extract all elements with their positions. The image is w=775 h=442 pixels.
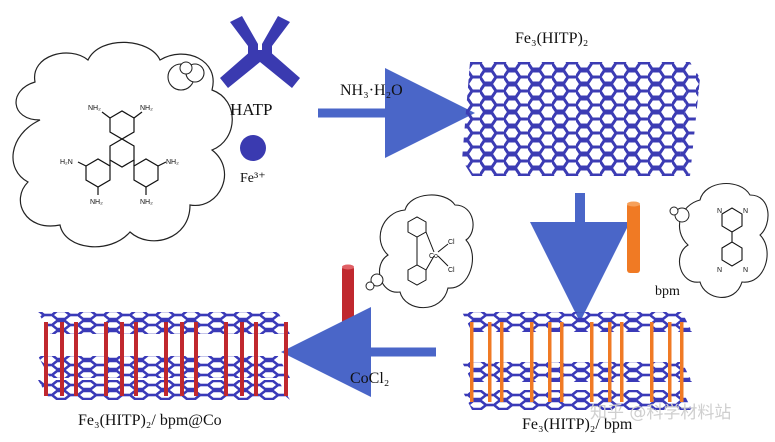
framework-pillared-bpm <box>462 312 692 410</box>
nitrogen-label: N <box>717 208 722 215</box>
amine-label: NH₂ <box>140 105 153 112</box>
pillar-rod <box>500 322 504 402</box>
nitrogen-label: N <box>743 267 748 274</box>
product-bottom-right-label: Fe₃(HITP)₂/ bpm <box>522 416 633 433</box>
bpm-molecule-cloud: N N N N <box>669 182 769 298</box>
pillar-rod <box>530 322 534 402</box>
amine-label: H₂N <box>60 159 73 166</box>
product-bottom-left-label: Fe₃(HITP)₂/ bpm@Co <box>78 412 222 429</box>
fe-ion-label: Fe³⁺ <box>240 171 266 186</box>
pillar-rod <box>560 322 564 402</box>
reagent-ammonia-label: NH₃·H₂O <box>340 82 403 99</box>
amine-label: NH₂ <box>166 159 179 166</box>
pillar-rod <box>104 322 108 396</box>
pillar-rod <box>620 322 624 402</box>
pillar-rod <box>224 322 228 396</box>
product-top-label: Fe₃(HITP)₂ <box>515 30 589 47</box>
watermark: 知乎 @科学材料站 <box>590 403 732 423</box>
nitrogen-label: N <box>743 208 748 215</box>
cobalt-complex-cloud: Co Cl Cl <box>365 194 474 309</box>
framework-pillared-bpm-co <box>38 312 290 400</box>
pillar-rod <box>194 322 198 396</box>
nitrogen-label: N <box>717 267 722 274</box>
pillar-rod <box>650 322 654 402</box>
pillar-rod <box>134 322 138 396</box>
bpm-label: bpm <box>655 284 680 299</box>
pillar-rod <box>74 322 78 396</box>
pillar-rod <box>488 322 492 402</box>
amine-label: NH₂ <box>90 199 103 206</box>
pillar-rod <box>164 322 168 396</box>
hatp-molecule-cloud: NH₂ NH₂ H₂N NH₂ NH₂ NH₂ <box>12 41 233 248</box>
chloride-label: Cl <box>448 267 455 274</box>
framework-stack-top <box>462 62 700 176</box>
pillar-rod <box>60 322 64 396</box>
pillar-rod <box>284 322 288 396</box>
amine-label: NH₂ <box>88 105 101 112</box>
chloride-label: Cl <box>448 239 455 246</box>
pillar-rod <box>470 322 474 402</box>
triphenylene-structure <box>77 110 167 195</box>
cobalt-pillar-icon <box>342 264 354 339</box>
bpm-pillar-icon <box>627 201 640 273</box>
pillar-rod <box>254 322 258 396</box>
cobalt-label: Co <box>429 253 438 260</box>
pillar-rod <box>590 322 594 402</box>
pillar-rod <box>180 322 184 396</box>
reagent-cocl2-label: CoCl₂ <box>350 370 390 387</box>
pillar-rod <box>668 322 672 402</box>
pillar-rod <box>608 322 612 402</box>
hatp-linker-icon <box>220 16 300 88</box>
pillar-rod <box>240 322 244 396</box>
pillar-rod <box>120 322 124 396</box>
hatp-label: HATP <box>230 100 273 119</box>
pillar-rod <box>44 322 48 396</box>
pillar-rod <box>548 322 552 402</box>
pillar-rod <box>680 322 684 402</box>
amine-label: NH₂ <box>140 199 153 206</box>
fe-ion-ball <box>240 135 266 161</box>
